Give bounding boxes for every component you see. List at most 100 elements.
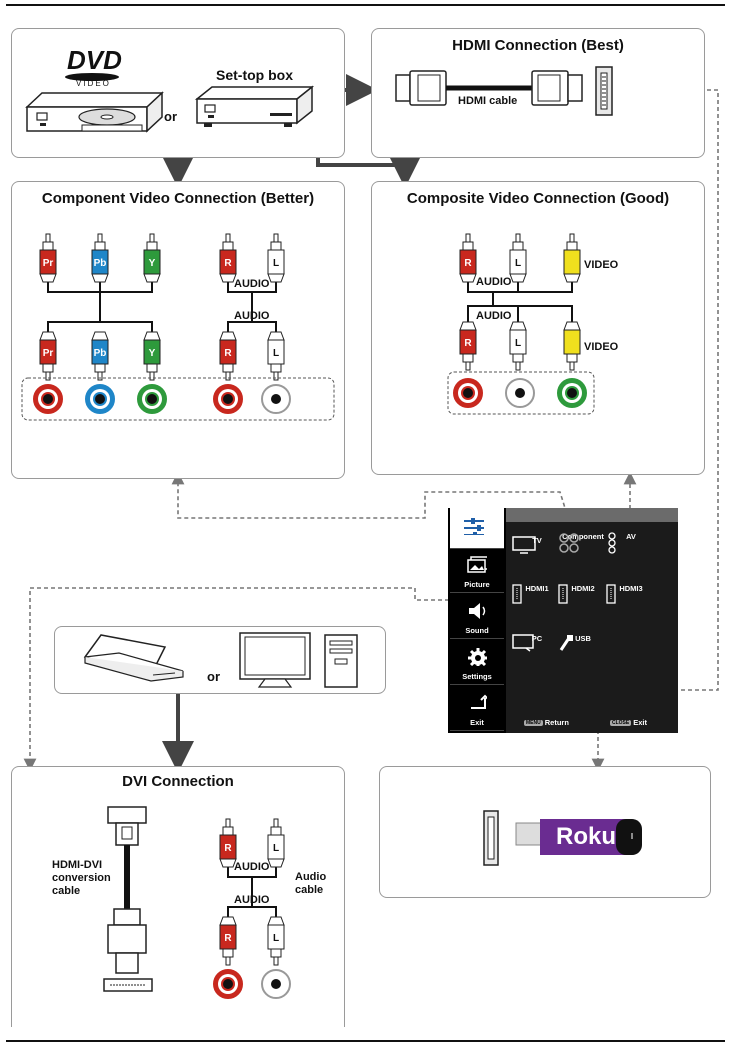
plug-bottom-l: L xyxy=(267,331,285,381)
plug-bottom-pb: Pb xyxy=(91,331,109,381)
composite-audio-label-top: AUDIO xyxy=(476,276,512,288)
source-devices-box: DVD VIDEO or Set-top box xyxy=(11,28,345,158)
speaker-icon xyxy=(469,603,486,619)
pc-monitor-icon xyxy=(512,634,534,652)
input-tv[interactable]: TV xyxy=(512,536,562,554)
component-audio-label-bottom: AUDIO xyxy=(234,310,270,322)
jack-pr xyxy=(33,384,63,414)
exit-icon xyxy=(471,694,487,709)
plug-top-y-label: Y xyxy=(149,258,156,269)
hdmi-connection-box: HDMI Connection (Best) HDMI cable xyxy=(371,28,705,158)
plug-bottom-r: R xyxy=(219,331,237,381)
composite-jack-l xyxy=(505,378,535,408)
sidebar-item-sound[interactable]: Sound xyxy=(450,598,504,639)
composite-jack-video xyxy=(557,378,587,408)
jack-l xyxy=(261,384,291,414)
dvi-plug-bottom-l: L xyxy=(267,916,285,966)
sidebar-label-picture: Picture xyxy=(464,580,490,589)
menu-key-badge: MENU xyxy=(524,720,543,727)
plug-bottom-pr: Pr xyxy=(39,331,57,381)
input-label-hdmi2: HDMI2 xyxy=(571,584,595,593)
dvi-cable-label: HDMI-DVI conversion cable xyxy=(52,859,111,897)
component-jacks-icon xyxy=(559,533,579,553)
component-audio-label-top: AUDIO xyxy=(234,278,270,290)
plug-top-r: R xyxy=(219,233,237,283)
input-cables-icon xyxy=(464,518,484,535)
sidebar-item-source[interactable] xyxy=(450,508,504,549)
plug-bottom-y-label: Y xyxy=(149,348,156,359)
input-label-hdmi1: HDMI1 xyxy=(525,584,549,593)
dvi-plug-top-r: R xyxy=(219,818,237,868)
hdmi-title: HDMI Connection (Best) xyxy=(452,37,624,54)
jack-y xyxy=(137,384,167,414)
hdmi-cable-label: HDMI cable xyxy=(458,95,518,107)
dash-dvi xyxy=(23,587,540,772)
jack-r xyxy=(213,384,243,414)
svg-text:DVD: DVD xyxy=(67,45,122,75)
plug-top-y: Y xyxy=(143,233,161,283)
plug-top-l-label: L xyxy=(273,258,279,269)
plug-bottom-pr-label: Pr xyxy=(43,348,54,359)
input-hdmi2[interactable]: HDMI2 xyxy=(558,584,608,604)
composite-video-label-bottom: VIDEO xyxy=(584,341,619,353)
composite-plug-top-video xyxy=(563,233,581,283)
menu-return-label: Return xyxy=(544,718,569,727)
dvi-jack-l xyxy=(261,969,291,999)
dvi-audio-cable-label: Audio cable xyxy=(295,871,327,896)
plug-top-r-label: R xyxy=(224,258,232,269)
or-label: or xyxy=(164,109,177,124)
sidebar-item-picture[interactable]: Picture xyxy=(450,552,504,593)
dvi-plug-bottom-l-label: L xyxy=(273,933,279,944)
menu-exit-label: Exit xyxy=(633,718,647,727)
dvi-audio-label-bottom: AUDIO xyxy=(234,894,270,906)
dvi-plug-top-l: L xyxy=(267,818,285,868)
roku-illustration xyxy=(483,810,642,866)
roku-brand-text: Roku xyxy=(556,823,616,850)
input-hdmi3[interactable]: HDMI3 xyxy=(606,584,656,604)
sidebar-label-sound: Sound xyxy=(465,626,489,635)
input-label-av: AV xyxy=(626,532,636,541)
input-label-component: Component xyxy=(562,532,604,541)
sidebar-item-settings[interactable]: Settings xyxy=(450,644,504,685)
computer-or-label: or xyxy=(207,669,220,684)
top-rule xyxy=(6,4,725,6)
roku-stick-box: Roku xyxy=(379,766,711,898)
composite-audio-label-bottom: AUDIO xyxy=(476,310,512,322)
close-key-badge: CLOSE xyxy=(610,720,632,727)
dash-component xyxy=(171,471,576,541)
sidebar-item-exit[interactable]: Exit xyxy=(450,690,504,731)
input-component[interactable]: Component xyxy=(558,532,608,553)
input-hdmi1[interactable]: HDMI1 xyxy=(512,584,562,604)
input-pc[interactable]: PC xyxy=(512,634,562,652)
input-label-hdmi3: HDMI3 xyxy=(619,584,643,593)
computer-devices-box: or xyxy=(54,626,386,694)
composite-jack-r xyxy=(453,378,483,408)
composite-plug-bottom-r: R xyxy=(459,321,477,371)
input-label-usb: USB xyxy=(575,634,591,643)
settop-box-label: Set-top box xyxy=(216,67,293,83)
dvi-audio-label-top: AUDIO xyxy=(234,861,270,873)
composite-plug-top-l-label: L xyxy=(515,258,521,269)
dvi-plug-bottom-r-label: R xyxy=(224,933,232,944)
plug-bottom-r-label: R xyxy=(224,348,232,359)
input-av[interactable]: AV xyxy=(606,532,656,554)
menu-sidebar: Picture Sound Settings Exit xyxy=(448,508,506,733)
plug-bottom-pb-label: Pb xyxy=(94,348,107,359)
input-label-tv: TV xyxy=(532,536,542,545)
dvd-player-illustration: DVD xyxy=(25,45,315,133)
sidebar-label-exit: Exit xyxy=(470,718,484,727)
computer-illustration xyxy=(83,632,358,688)
input-label-pc: PC xyxy=(531,634,543,643)
hdmi-cable-illustration xyxy=(395,66,613,116)
plug-bottom-y: Y xyxy=(143,331,161,381)
input-usb[interactable]: USB xyxy=(558,634,608,651)
jack-pb xyxy=(85,384,115,414)
plug-top-pb-label: Pb xyxy=(94,258,107,269)
